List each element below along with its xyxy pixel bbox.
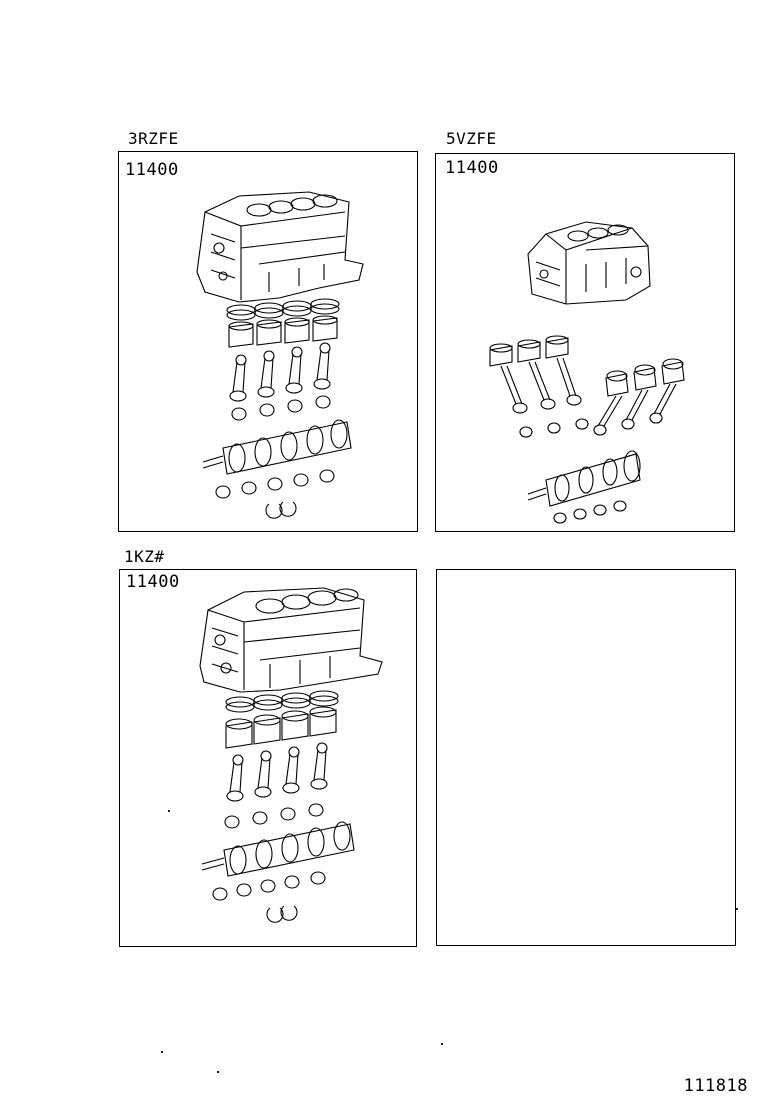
parts-panel-3rzfe[interactable]: 11400: [118, 151, 418, 532]
short-block-illustration: [119, 152, 419, 533]
parts-panel-1kz[interactable]: 11400: [119, 569, 417, 947]
short-block-illustration: [436, 154, 736, 533]
part-number: 11400: [445, 158, 499, 178]
empty-panel: [436, 569, 736, 946]
part-number: 11400: [125, 160, 179, 180]
illustration-code: 111818: [683, 1076, 748, 1096]
short-block-illustration: [120, 570, 418, 948]
scan-speck: [736, 908, 738, 910]
scan-speck: [441, 1043, 443, 1045]
scan-speck: [168, 810, 170, 812]
scan-speck: [161, 1051, 163, 1053]
part-number: 11400: [126, 572, 180, 592]
engine-label-1kz: 1KZ#: [124, 547, 165, 566]
parts-panel-5vzfe[interactable]: 11400: [435, 153, 735, 532]
scan-speck: [217, 1071, 219, 1073]
engine-label-5vzfe: 5VZFE: [446, 129, 497, 148]
engine-label-3rzfe: 3RZFE: [128, 129, 179, 148]
